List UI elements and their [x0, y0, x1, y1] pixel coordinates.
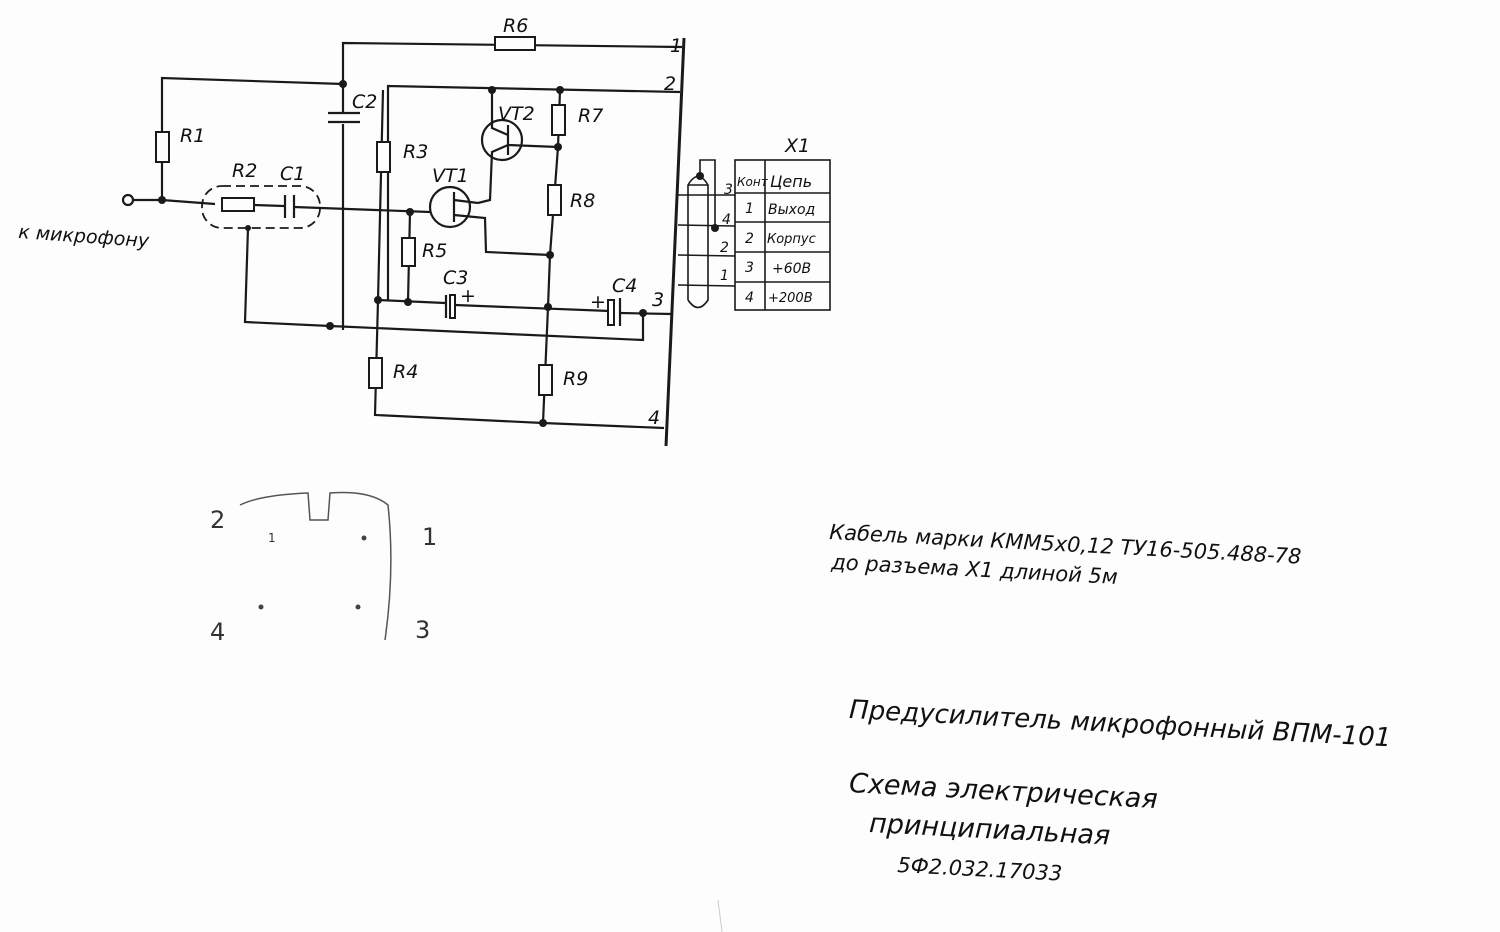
resistor-r7	[551, 104, 566, 136]
resistor-r3	[376, 141, 391, 173]
wire-2	[386, 84, 681, 300]
connector-table	[734, 159, 831, 311]
svg-text:4: 4	[722, 212, 731, 228]
label-r5: R5	[422, 240, 447, 262]
shield	[201, 185, 321, 229]
svg-text:Корпус: Корпус	[767, 232, 816, 247]
connector-title: X1	[784, 135, 810, 157]
svg-text:+: +	[590, 291, 606, 313]
label-c2: C2	[352, 91, 377, 113]
resistor-r5	[401, 237, 416, 267]
svg-text:2: 2	[720, 240, 729, 256]
svg-text:+60В: +60В	[772, 261, 811, 277]
bus-pin-3: 3	[652, 289, 664, 311]
resistor-r9	[538, 364, 553, 396]
label-vt2: VT2	[498, 103, 535, 125]
label-r7: R7	[578, 105, 603, 127]
resistor-r6	[494, 36, 536, 51]
bus-pin-1: 1	[670, 35, 682, 57]
svg-text:1: 1	[720, 268, 729, 284]
resistor-r8	[547, 184, 562, 216]
label-r2: R2	[232, 160, 257, 182]
bus-pin-2: 2	[664, 73, 676, 95]
input-terminal	[121, 193, 135, 207]
svg-text:2: 2	[210, 506, 225, 534]
resistor-r1	[155, 131, 170, 163]
label-r8: R8	[570, 190, 595, 212]
svg-text:1: 1	[268, 531, 276, 545]
capacitor-c4	[607, 299, 615, 326]
input-label: к микрофону	[18, 221, 151, 252]
svg-text:Конт: Конт	[737, 175, 769, 189]
svg-text:3: 3	[415, 616, 430, 644]
label-r1: R1	[180, 125, 205, 147]
svg-text:1: 1	[422, 523, 437, 551]
svg-text:3: 3	[745, 260, 754, 276]
terminal-bus	[664, 37, 686, 447]
junction-nodes	[158, 80, 647, 427]
label-vt1: VT1	[432, 165, 469, 187]
hand-sketch-pinout: 1 2 1 4 3	[210, 491, 437, 646]
wire-r6	[341, 41, 683, 330]
svg-text:+: +	[460, 285, 476, 307]
svg-text:+200В: +200В	[768, 291, 813, 306]
label-r3: R3	[403, 141, 428, 163]
wire-r3-r4	[373, 89, 665, 430]
svg-text:3: 3	[724, 182, 733, 198]
label-c3: C3	[443, 267, 468, 289]
label-c1: C1	[280, 163, 305, 185]
label-c4: C4	[612, 275, 637, 297]
cable	[677, 159, 736, 309]
transistor-vt2	[480, 118, 524, 162]
svg-text:1: 1	[745, 201, 754, 217]
label-r6: R6	[503, 15, 528, 37]
resistor-r4	[368, 357, 383, 389]
svg-text:4: 4	[745, 290, 754, 306]
svg-text:2: 2	[745, 231, 754, 247]
bus-pin-4: 4	[648, 407, 660, 429]
svg-text:4: 4	[210, 618, 225, 646]
transistor-vt1	[428, 185, 472, 229]
svg-text:Цепь: Цепь	[770, 172, 812, 191]
label-r4: R4	[393, 361, 418, 383]
label-r9: R9	[563, 368, 588, 390]
resistor-r2	[221, 197, 255, 212]
svg-text:Выход: Выход	[768, 202, 815, 218]
